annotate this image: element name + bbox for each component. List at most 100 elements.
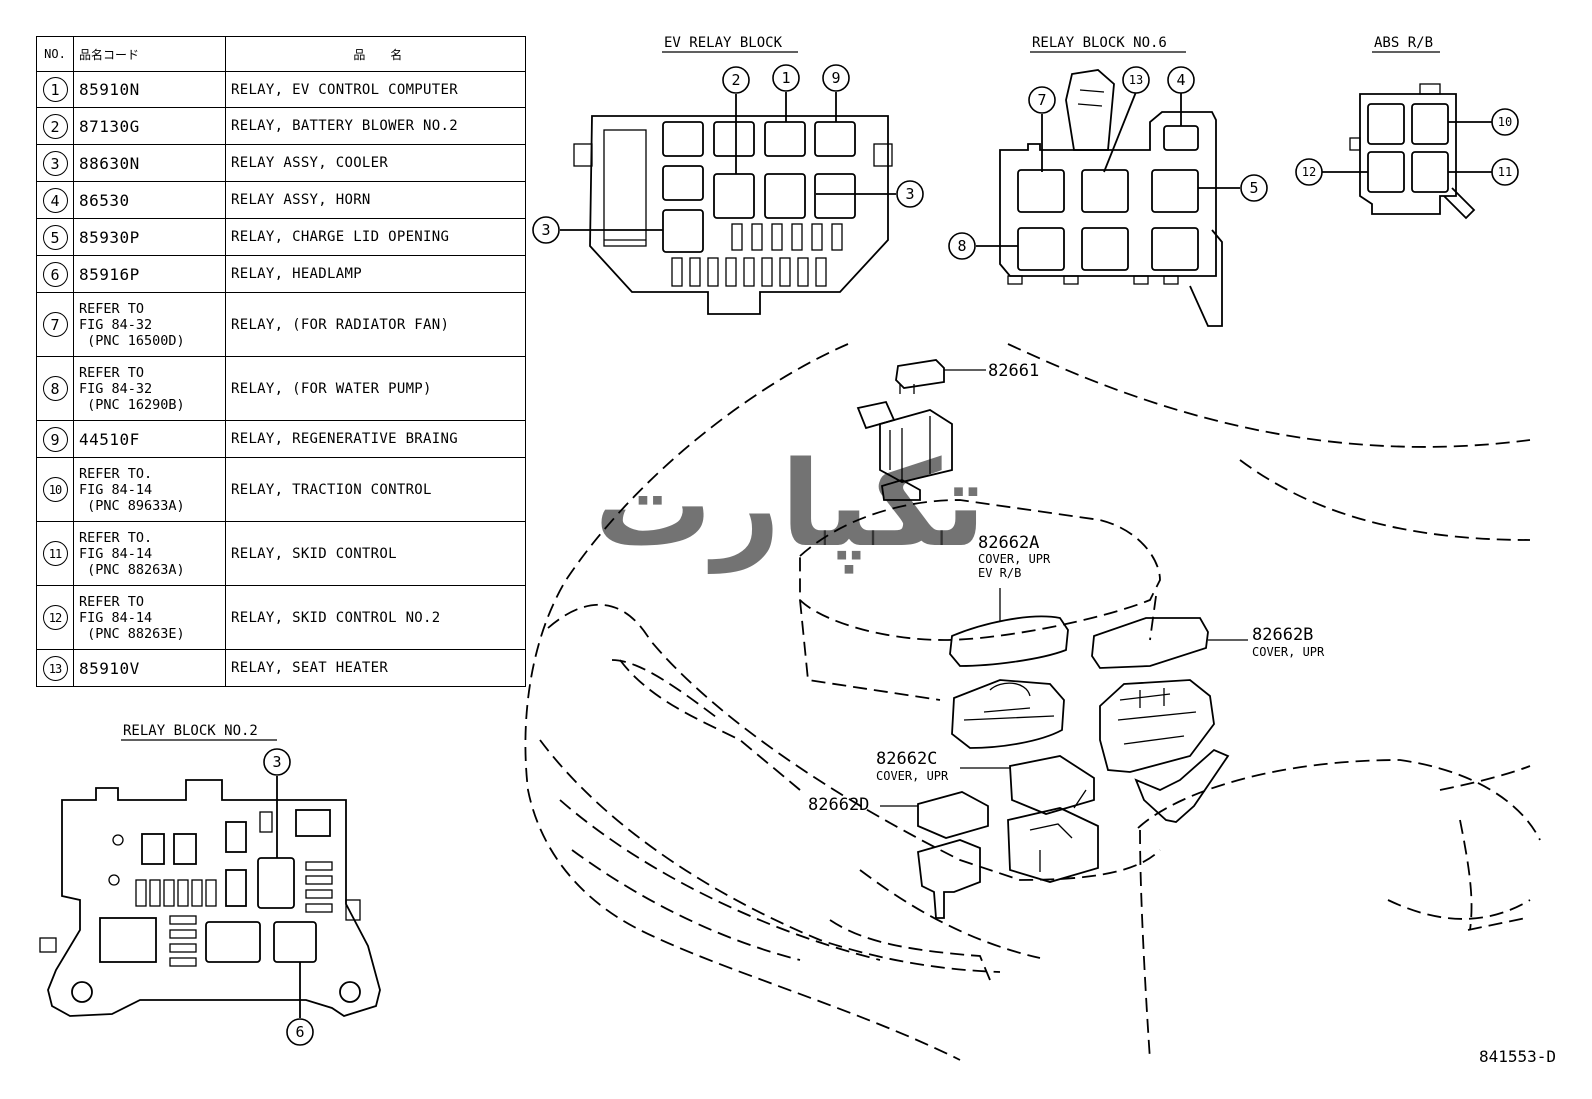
callout-ev-2: 2 xyxy=(722,66,750,94)
part-82662c-desc1: COVER, UPR xyxy=(876,769,949,783)
part-code-cell: REFER TO FIG 84-32 (PNC 16290B) xyxy=(73,356,226,421)
svg-text:10: 10 xyxy=(1498,115,1512,129)
relay-block-2-title: RELAY BLOCK NO.2 xyxy=(123,723,258,739)
part-82662d-cover: 82662D xyxy=(808,791,989,919)
figure-id: 841553-D xyxy=(1479,1047,1556,1066)
table-row: 2 87130G RELAY, BATTERY BLOWER NO.2 xyxy=(36,107,526,145)
part-code-cell: 88630N xyxy=(73,144,226,182)
part-code: REFER TO FIG 84-32 (PNC 16290B) xyxy=(79,364,185,413)
row-number-circle: 3 xyxy=(42,150,68,176)
callout-ev-9: 9 xyxy=(822,64,850,92)
callout-abs-10: 10 xyxy=(1491,108,1519,136)
part-code: REFER TO. FIG 84-14 (PNC 88263A) xyxy=(79,529,185,578)
part-82662c-cover: 82662C COVER, UPR xyxy=(876,749,1095,815)
vehicle-outline xyxy=(524,343,1541,1061)
svg-text:12: 12 xyxy=(1302,165,1316,179)
row-number-cell: 5 xyxy=(36,218,74,256)
abs-rb-title: ABS R/B xyxy=(1374,35,1433,51)
part-name-cell: RELAY, REGENERATIVE BRAING xyxy=(225,420,526,458)
part-82662b-desc1: COVER, UPR xyxy=(1252,645,1325,659)
relay-block-6-title: RELAY BLOCK NO.6 xyxy=(1032,35,1167,51)
row-number-circle: 8 xyxy=(42,376,68,401)
part-code: 87130G xyxy=(79,116,140,136)
table-body: 1 85910N RELAY, EV CONTROL COMPUTER 2 87130G… xyxy=(36,71,526,687)
callout-rb2-6: 6 xyxy=(286,1018,314,1046)
part-82662a-label: 82662A xyxy=(978,533,1039,553)
callout-rb6-4: 4 xyxy=(1167,66,1195,94)
watermark-logo: تکپارت xyxy=(594,435,986,574)
row-number-cell: 12 xyxy=(36,585,74,650)
part-code: REFER TO FIG 84-14 (PNC 88263E) xyxy=(79,593,185,642)
part-code: 88630N xyxy=(79,153,140,173)
part-82662d-label: 82662D xyxy=(808,795,869,815)
part-name-cell: RELAY ASSY, COOLER xyxy=(225,144,526,182)
svg-text:8: 8 xyxy=(957,237,966,255)
part-code-cell: 85930P xyxy=(73,218,226,256)
svg-text:9: 9 xyxy=(831,69,840,87)
row-number-cell: 13 xyxy=(36,649,74,687)
callout-ev-3-right: 3 xyxy=(896,180,924,208)
row-number-cell: 9 xyxy=(36,420,74,458)
row-number-circle: 10 xyxy=(42,477,68,502)
callout-rb6-8: 8 xyxy=(948,232,976,260)
ev-relay-block: EV RELAY BLOCK 2 1 9 xyxy=(532,35,924,315)
table-row: 3 88630N RELAY ASSY, COOLER xyxy=(36,144,526,182)
svg-text:3: 3 xyxy=(905,185,914,203)
svg-text:3: 3 xyxy=(272,753,281,771)
part-82662a-cover: 82662A COVER, UPR EV R/B xyxy=(949,533,1069,667)
row-number-cell: 2 xyxy=(36,107,74,145)
part-82662a-desc2: EV R/B xyxy=(978,566,1021,580)
relay-block-2: RELAY BLOCK NO.2 3 6 xyxy=(39,723,381,1046)
part-code: 44510F xyxy=(79,429,140,449)
part-name-cell: RELAY, HEADLAMP xyxy=(225,255,526,293)
row-number-circle: 1 xyxy=(42,77,68,102)
part-82662c-label: 82662C xyxy=(876,749,937,769)
part-code: REFER TO. FIG 84-14 (PNC 89633A) xyxy=(79,465,185,514)
row-number-circle: 11 xyxy=(42,541,68,566)
part-name-cell: RELAY, SEAT HEATER xyxy=(225,649,526,687)
row-number-cell: 11 xyxy=(36,521,74,586)
row-number-circle: 5 xyxy=(42,224,68,250)
part-code: REFER TO FIG 84-32 (PNC 16500D) xyxy=(79,300,185,349)
table-header-row: NO. 品名コード 品 名 xyxy=(36,36,526,72)
part-82662b-label: 82662B xyxy=(1252,625,1313,645)
svg-text:11: 11 xyxy=(1498,165,1512,179)
row-number-circle: 12 xyxy=(42,605,68,630)
part-name-cell: RELAY, (FOR WATER PUMP) xyxy=(225,356,526,421)
svg-text:2: 2 xyxy=(731,71,740,89)
callout-ev-1: 1 xyxy=(772,64,800,92)
part-82661-relay-cover: 82661 xyxy=(895,359,1039,394)
part-relay-assembly xyxy=(856,400,953,501)
header-code: 品名コード xyxy=(73,36,226,72)
callout-rb6-7: 7 xyxy=(1028,86,1056,114)
part-name-cell: RELAY, EV CONTROL COMPUTER xyxy=(225,71,526,108)
ev-relay-block-title: EV RELAY BLOCK xyxy=(664,35,783,51)
svg-text:13: 13 xyxy=(1129,73,1143,87)
table-row: 8 REFER TO FIG 84-32 (PNC 16290B) RELAY, (… xyxy=(36,356,526,421)
part-code: 85930P xyxy=(79,227,140,247)
part-name-cell: RELAY, BATTERY BLOWER NO.2 xyxy=(225,107,526,145)
part-82662b-cover: 82662B COVER, UPR xyxy=(1091,617,1325,669)
callout-abs-11: 11 xyxy=(1491,158,1519,186)
part-name-cell: RELAY ASSY, HORN xyxy=(225,181,526,219)
row-number-circle: 2 xyxy=(42,113,68,139)
callout-abs-12: 12 xyxy=(1295,158,1323,186)
svg-text:6: 6 xyxy=(295,1023,304,1041)
callout-rb6-5: 5 xyxy=(1240,174,1268,202)
table-row: 1 85910N RELAY, EV CONTROL COMPUTER xyxy=(36,71,526,108)
row-number-cell: 3 xyxy=(36,144,74,182)
part-82662a-relay-block-base xyxy=(951,679,1065,749)
row-number-circle: 7 xyxy=(42,312,68,337)
part-code: 85910N xyxy=(79,80,140,99)
header-no: NO. xyxy=(36,36,74,72)
abs-relay-block: ABS R/B 10 12 11 xyxy=(1295,35,1519,220)
svg-text:4: 4 xyxy=(1176,71,1185,89)
callout-ev-3-left: 3 xyxy=(532,216,560,244)
svg-text:7: 7 xyxy=(1037,91,1046,109)
